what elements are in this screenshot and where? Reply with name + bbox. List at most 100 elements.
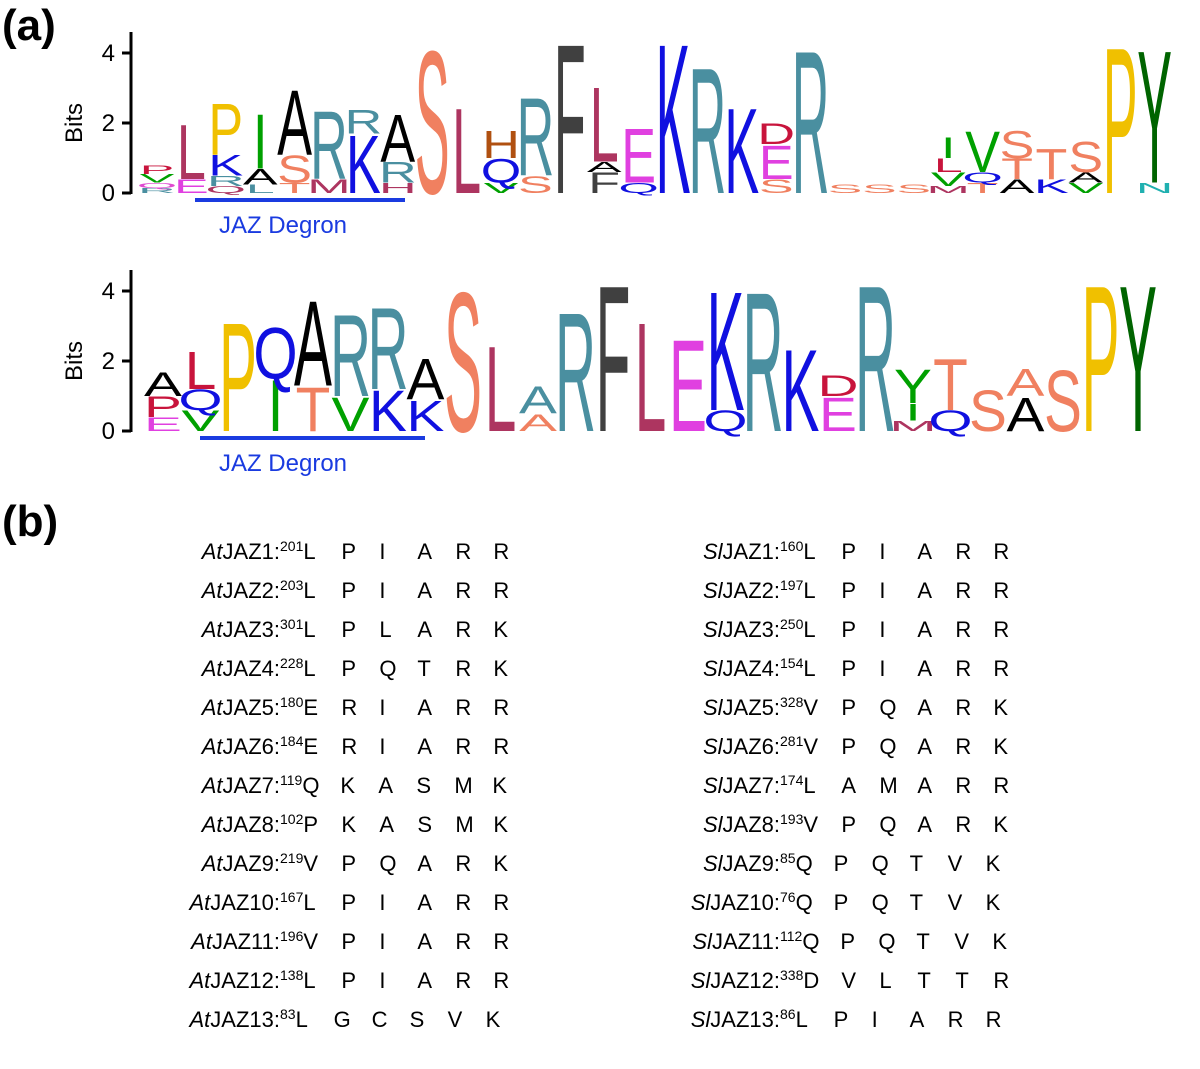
residue: K <box>485 1007 501 1032</box>
residue: R <box>955 656 972 681</box>
residue: Q <box>878 929 896 954</box>
residue: A <box>841 773 857 798</box>
logo-letter: V <box>931 169 967 191</box>
residue: R <box>455 539 472 564</box>
residue: I <box>379 734 386 759</box>
logo-letter: Q <box>206 184 247 195</box>
logo-letter: A <box>277 71 312 174</box>
residue: T <box>909 851 924 876</box>
residue: S <box>417 812 433 837</box>
residue: L <box>303 656 316 681</box>
gene-label: SlJAZ1: <box>702 539 780 564</box>
logo-letter: Y <box>894 360 932 414</box>
logo-letter: K <box>407 391 445 440</box>
start-position: 193 <box>780 810 804 827</box>
residue: A <box>417 695 433 720</box>
logo-letter: M <box>307 176 350 198</box>
residue: A <box>417 617 433 642</box>
logo-letter: V <box>332 388 371 442</box>
logo-letter: Y <box>1137 20 1172 223</box>
residue: V <box>803 812 819 837</box>
residue: M <box>879 773 898 798</box>
residue: I <box>879 539 886 564</box>
logo-letter: K <box>346 118 381 211</box>
residue: T <box>955 968 969 993</box>
logo-letter: S <box>1068 133 1103 182</box>
residue: L <box>303 617 316 642</box>
start-position: 203 <box>280 576 304 593</box>
residue: I <box>379 929 386 954</box>
gene-label: AtJAZ7: <box>201 773 280 798</box>
logo-letter: Q <box>481 152 522 190</box>
residue: R <box>493 929 510 954</box>
residue: I <box>871 1007 878 1032</box>
start-position: 138 <box>280 966 304 983</box>
degron-label: JAZ Degron <box>219 450 347 477</box>
residue: P <box>841 695 857 720</box>
logo-letter: I <box>905 399 921 426</box>
residue: R <box>955 812 972 837</box>
residue: K <box>993 812 1009 837</box>
logo-letter: K <box>724 83 759 219</box>
residue: A <box>909 1007 925 1032</box>
residue: S <box>416 773 432 798</box>
residue: I <box>379 968 386 993</box>
residue: Q <box>879 734 897 759</box>
residue: Q <box>795 851 813 876</box>
residue: Q <box>379 656 397 681</box>
logo-letter: R <box>345 103 383 141</box>
gene-label: SlJAZ2: <box>702 578 780 603</box>
logo-letter: R <box>330 292 371 422</box>
residue: L <box>803 578 816 603</box>
logo-letter: L <box>485 322 517 458</box>
residue: R <box>955 539 972 564</box>
start-position: 86 <box>780 1005 796 1022</box>
residue: P <box>341 539 357 564</box>
residue: A <box>417 968 433 993</box>
logo-letter: R <box>689 31 727 232</box>
gene-label: SlJAZ12: <box>690 968 780 993</box>
residue: P <box>341 890 357 915</box>
logo-letter: E <box>669 313 707 460</box>
residue: P <box>833 851 849 876</box>
start-position: 76 <box>780 888 796 905</box>
logo-letter: A <box>243 165 278 189</box>
residue: C <box>371 1007 388 1032</box>
gene-label: SlJAZ10: <box>690 890 780 915</box>
logo-letter: S <box>415 20 450 237</box>
residue: P <box>341 656 357 681</box>
logo-letter: T <box>967 180 999 196</box>
logo-letter: F <box>588 167 620 199</box>
residue: K <box>493 851 509 876</box>
residue: V <box>803 695 819 720</box>
residue: M <box>454 773 473 798</box>
logo-letter: Q <box>137 181 178 189</box>
start-position: 184 <box>280 732 304 749</box>
start-position: 328 <box>780 693 804 710</box>
residue: V <box>447 1007 463 1032</box>
residue: L <box>303 539 316 564</box>
residue: V <box>947 890 963 915</box>
start-position: 180 <box>280 693 304 710</box>
residue: Q <box>802 929 820 954</box>
y-tick-label: 0 <box>102 180 115 207</box>
logo-letter: P <box>144 391 182 424</box>
residue: P <box>841 656 857 681</box>
gene-label: AtJAZ6: <box>201 734 280 759</box>
residue: V <box>303 929 319 954</box>
gene-label: AtJAZ5: <box>201 695 280 720</box>
residue: P <box>303 812 319 837</box>
